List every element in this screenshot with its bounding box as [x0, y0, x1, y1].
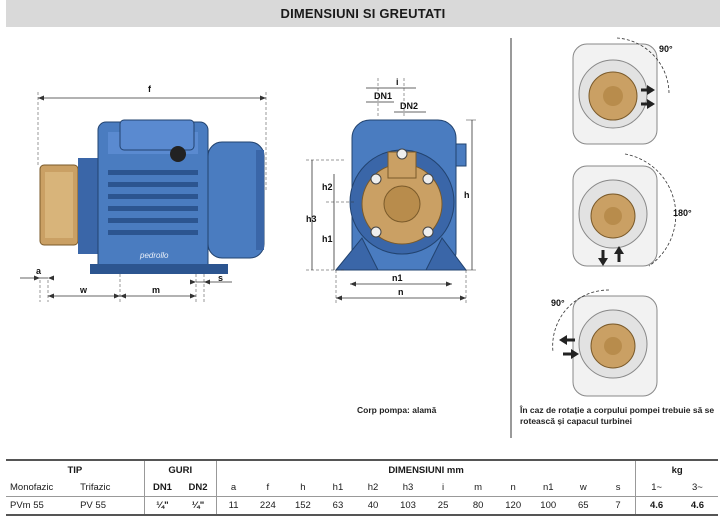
cell-w: 65 [565, 496, 601, 516]
header-kg: kg [635, 459, 718, 479]
vertical-divider [510, 38, 512, 438]
rotation-diagram-3: 90° [551, 289, 658, 397]
cell-kg-3ph: 4.6 [676, 496, 718, 516]
header-guri: GURI [143, 459, 217, 479]
pump-front-view: f pedrollo a w m s [20, 84, 267, 302]
cell-h: 152 [285, 496, 321, 516]
cell-n1: 100 [530, 496, 566, 516]
pump-body-caption: Corp pompa: alamă [357, 405, 437, 415]
subheader-monofazic: Monofazic [6, 479, 77, 497]
subheader-n1: n1 [530, 479, 566, 497]
subheader-s: s [600, 479, 636, 497]
cell-h3: 103 [390, 496, 426, 516]
subheader-h: h [285, 479, 321, 497]
cell-model-tri: PV 55 [76, 496, 145, 516]
header-dimensions: DIMENSIUNI mm [215, 459, 636, 479]
rotation-diagrams: 90° 180° 90° [551, 37, 692, 397]
cell-h1: 63 [320, 496, 356, 516]
dim-label-s: s [218, 273, 223, 283]
subheader-f: f [250, 479, 286, 497]
subheader-h3: h3 [390, 479, 426, 497]
dim-label-n1: n1 [392, 273, 403, 283]
dim-label-h: h [464, 190, 470, 200]
subheader-dn1: DN1 [143, 479, 181, 497]
subheader-trifazic: Trifazic [76, 479, 145, 497]
dim-label-i: i [396, 77, 399, 87]
subheader-w: w [565, 479, 601, 497]
dim-label-h3: h3 [306, 214, 317, 224]
dim-label-f: f [148, 84, 152, 94]
subheader-m: m [460, 479, 496, 497]
subheader-h1: h1 [320, 479, 356, 497]
cell-s: 7 [600, 496, 636, 516]
brand-logo: pedrollo [139, 251, 169, 260]
dim-label-m: m [152, 285, 160, 295]
rotation-angle-2: 180° [673, 208, 692, 218]
rotation-caption: În caz de rotație a corpului pompei treb… [520, 405, 715, 426]
cell-dn1: ¼" [143, 496, 181, 516]
rotation-angle-3: 90° [551, 298, 565, 308]
dim-label-n: n [398, 287, 404, 297]
dim-label-dn1: DN1 [374, 91, 392, 101]
cell-f: 224 [250, 496, 286, 516]
specification-table: TIP GURI DIMENSIUNI mm kg Monofazic Trif… [6, 459, 718, 516]
subheader-kg-3ph: 3~ [676, 479, 718, 497]
subheader-kg-1ph: 1~ [635, 479, 677, 497]
cell-dn2: ¼" [180, 496, 217, 516]
cell-n: 120 [495, 496, 531, 516]
table-row: PVm 55 PV 55 ¼" ¼" 11 224 152 63 40 103 … [6, 496, 718, 516]
dim-label-h1: h1 [322, 234, 333, 244]
subheader-h2: h2 [355, 479, 391, 497]
subheader-n: n [495, 479, 531, 497]
section-title-bar: DIMENSIUNI SI GREUTATI [6, 0, 720, 27]
dim-label-a: a [36, 266, 42, 276]
cell-a: 11 [215, 496, 251, 516]
dim-label-dn2: DN2 [400, 101, 418, 111]
cell-i: 25 [425, 496, 461, 516]
rotation-diagram-2: 180° [572, 153, 692, 267]
rotation-diagram-1: 90° [572, 37, 673, 145]
cell-h2: 40 [355, 496, 391, 516]
cell-model-mono: PVm 55 [6, 496, 77, 516]
header-tip: TIP [6, 459, 145, 479]
subheader-dn2: DN2 [180, 479, 217, 497]
rotation-angle-1: 90° [659, 44, 673, 54]
cell-m: 80 [460, 496, 496, 516]
dim-label-h2: h2 [322, 182, 333, 192]
pump-side-view: i DN1 DN2 h h2 h1 h3 n1 n [306, 77, 476, 304]
cell-kg-1ph: 4.6 [635, 496, 677, 516]
subheader-a: a [215, 479, 251, 497]
dim-label-w: w [79, 285, 88, 295]
subheader-i: i [425, 479, 461, 497]
section-title: DIMENSIUNI SI GREUTATI [280, 6, 446, 21]
